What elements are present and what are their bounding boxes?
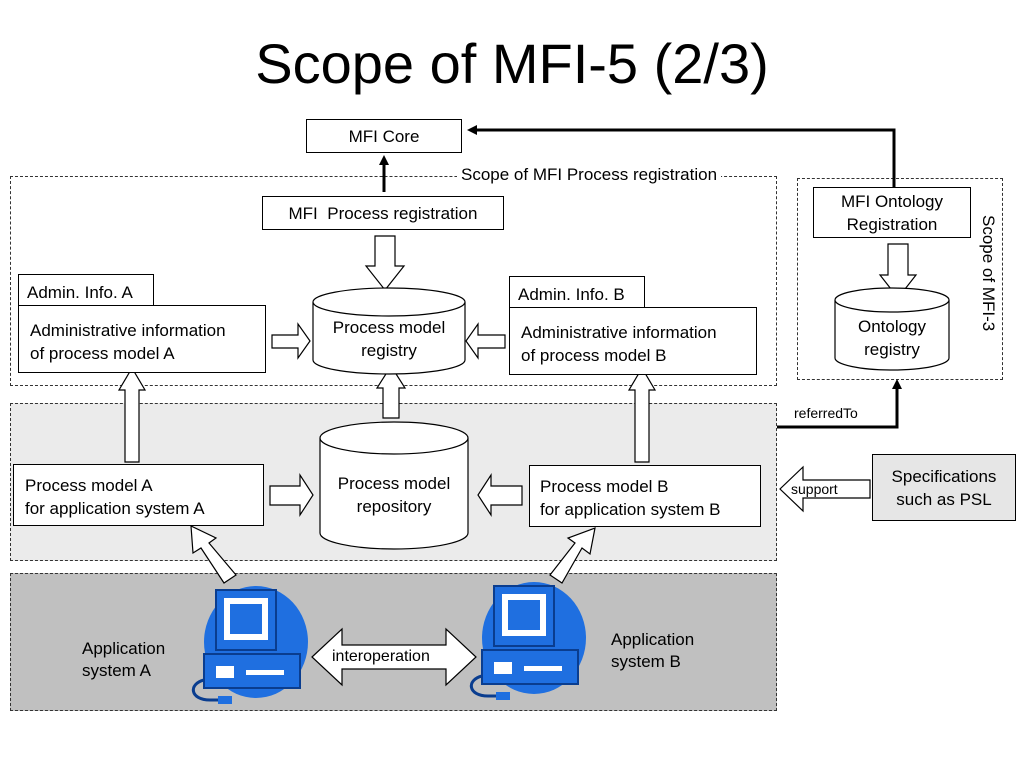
mfi-core-box: MFI Core [306, 119, 462, 153]
process-model-a-line-2: for application system A [25, 499, 205, 518]
ontology-registration-line-1: MFI Ontology [840, 191, 944, 211]
process-registration-box: MFI Process registration [262, 196, 504, 230]
application-system-b-label: Application system B [611, 629, 694, 673]
hollow-arrow-diagonal-system-a [190, 525, 237, 584]
hollow-arrow-left-admin-b [465, 322, 506, 360]
hollow-arrow-down-ontology [878, 243, 918, 299]
hollow-arrow-left-support [779, 465, 871, 513]
computer-icon-a [192, 586, 308, 704]
admin-info-b-tab: Admin. Info. B [509, 276, 645, 308]
admin-info-b-line-2: of process model B [521, 346, 667, 365]
referred-to-connector [777, 379, 902, 429]
hollow-arrow-diagonal-system-b [549, 527, 596, 584]
hollow-arrow-up-process-b [627, 366, 657, 463]
process-model-a-box: Process model A for application system A [13, 464, 264, 526]
ontology-registry-cylinder [834, 287, 950, 371]
process-model-registry-line-1: Process model [332, 318, 446, 337]
admin-info-b-box: Administrative information of process mo… [509, 307, 757, 375]
interoperation-label: interoperation [332, 648, 430, 665]
specifications-line-2: such as PSL [896, 489, 992, 509]
process-model-repository-line-1: Process model [337, 474, 451, 493]
application-b-line-1: Application [611, 630, 695, 649]
process-model-registry-line-2: registry [361, 341, 417, 360]
support-label: support [791, 481, 838, 497]
hollow-arrow-up-process-a [117, 366, 147, 463]
computer-icon-b [470, 582, 586, 700]
specifications-line-1: Specifications [891, 466, 997, 486]
hollow-arrow-up-repository [375, 364, 407, 419]
ontology-registration-line-2: Registration [846, 214, 938, 234]
hollow-arrow-right-admin-a [271, 322, 311, 360]
ontology-registration-box: MFI Ontology Registration [813, 187, 971, 238]
ontology-registry-line-2: registry [864, 340, 920, 359]
ontology-registry-label: Ontology registry [835, 315, 949, 361]
admin-info-a-line-1: Administrative information [30, 321, 226, 340]
application-a-line-1: Application [82, 639, 166, 658]
process-model-b-line-2: for application system B [540, 500, 721, 519]
ontology-registry-line-1: Ontology [857, 317, 927, 336]
process-model-a-line-1: Process model A [25, 476, 153, 495]
admin-info-a-line-2: of process model A [30, 344, 175, 363]
process-model-repository-label: Process model repository [320, 472, 468, 518]
specifications-box: Specifications such as PSL [872, 454, 1016, 521]
system-layer-band [10, 573, 777, 711]
application-a-line-2: system A [82, 661, 151, 680]
ontology-to-core-connector [467, 125, 896, 188]
interoperation-double-arrow [311, 627, 477, 687]
process-model-repository-cylinder [319, 421, 469, 550]
admin-info-b-line-1: Administrative information [521, 323, 717, 342]
slide-title: Scope of MFI-5 (2/3) [255, 32, 769, 95]
process-model-b-line-1: Process model B [540, 477, 669, 496]
application-b-line-2: system B [611, 652, 681, 671]
process-model-registry-label: Process model registry [313, 316, 465, 362]
process-registration-scope-label: Scope of MFI Process registration [457, 164, 722, 186]
process-model-registry-cylinder [312, 287, 466, 375]
application-system-a-label: Application system A [82, 638, 165, 682]
process-model-b-box: Process model B for application system B [529, 465, 761, 527]
process-model-repository-line-2: repository [356, 497, 432, 516]
hollow-arrow-left-process-b [477, 472, 523, 518]
admin-info-a-tab: Admin. Info. A [18, 274, 154, 306]
hollow-arrow-right-process-a [269, 472, 314, 518]
hollow-arrow-down-registration [364, 235, 406, 291]
admin-info-a-box: Administrative information of process mo… [18, 305, 266, 373]
referred-to-label: referredTo [794, 405, 858, 421]
